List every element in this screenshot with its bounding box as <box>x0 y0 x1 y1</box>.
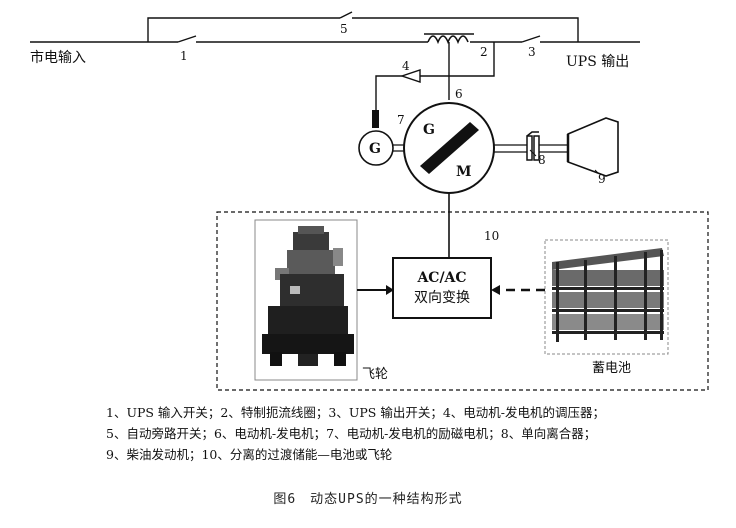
figure-caption: 图6 动态UPS的一种结构形式 <box>273 492 463 507</box>
regulator-branch <box>375 42 495 110</box>
battery-label: 蓄电池 <box>592 361 631 376</box>
legend-line: 5、自动旁路开关；6、电动机-发电机；7、电动机-发电机的励磁电机；8、单向离合… <box>106 426 597 441</box>
bypass-line <box>147 11 579 42</box>
label-6: 6 <box>455 87 463 101</box>
ups-output-label: UPS 输出 <box>566 54 629 70</box>
choke-coil <box>427 35 469 45</box>
label-8: 8 <box>538 153 546 167</box>
legend-line: 9、柴油发动机；10、分离的过渡储能—电池或飞轮 <box>106 447 393 462</box>
ac-ac-converter <box>392 257 492 319</box>
label-9: 9 <box>598 172 606 186</box>
converter-label-1: AC/AC <box>416 270 466 286</box>
exciter-generator <box>358 130 394 166</box>
mains-input-label: 市电输入 <box>30 49 86 66</box>
energy-storage-box <box>216 211 709 391</box>
label-5: 5 <box>340 22 348 36</box>
flywheel-label: 飞轮 <box>362 367 388 382</box>
legend-line: 1、UPS 输入开关；2、特制扼流线圈；3、UPS 输出开关；4、电动机-发电机… <box>106 405 606 420</box>
label-4: 4 <box>402 59 410 73</box>
one-way-clutch <box>526 131 540 161</box>
output-shaft <box>494 144 568 153</box>
label-2: 2 <box>480 45 488 59</box>
diesel-engine <box>567 117 619 177</box>
exciter-brush <box>372 110 379 128</box>
battery-rack <box>552 248 664 342</box>
label-10: 10 <box>484 229 499 243</box>
label-3: 3 <box>528 45 536 59</box>
converter-label-2: 双向变换 <box>414 289 470 306</box>
motor-g-label: G <box>423 122 435 138</box>
motor-m-label: M <box>456 164 472 180</box>
label-1: 1 <box>180 49 188 63</box>
main-bus <box>30 35 640 43</box>
flywheel-machine <box>262 226 354 366</box>
label-7: 7 <box>397 113 405 127</box>
exciter-g-label: G <box>369 141 381 157</box>
rotor-bar <box>420 122 479 174</box>
legend: 1、UPS 输入开关；2、特制扼流线圈；3、UPS 输出开关；4、电动机-发电机… <box>106 402 706 465</box>
